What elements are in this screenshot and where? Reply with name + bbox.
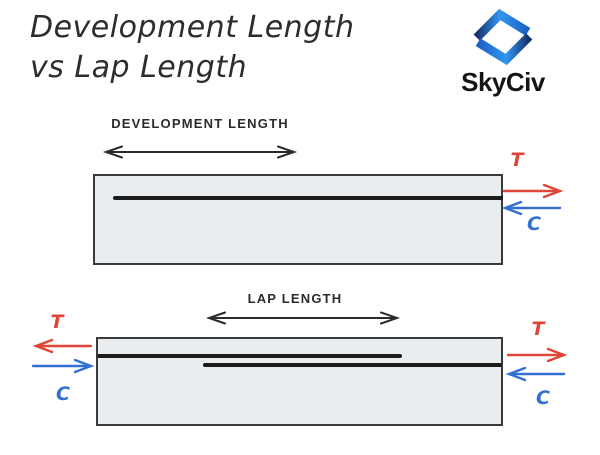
compression-label-beam1-right: C — [527, 213, 541, 235]
page-title-line1: Development Length — [30, 10, 355, 45]
skyciv-logo: SkyCiv — [455, 8, 551, 98]
page-title: Development Length vs Lap Length — [30, 8, 355, 88]
lap-length-dimension-arrow — [205, 311, 401, 325]
tension-label-beam2-left: T — [50, 311, 64, 333]
tension-arrow-beam2-left — [32, 338, 93, 354]
development-length-label: DEVELOPMENT LENGTH — [111, 116, 289, 131]
compression-arrow-beam2-left — [31, 358, 95, 374]
development-length-dimension-arrow — [102, 145, 298, 159]
skyciv-logo-icon — [473, 8, 533, 66]
beam-lap — [96, 337, 503, 426]
rebar-lap-bottom — [203, 363, 502, 367]
tension-arrow-beam2-right — [506, 347, 568, 363]
compression-label-beam2-left: C — [56, 383, 70, 405]
compression-arrow-beam2-right — [505, 366, 566, 382]
skyciv-logo-text: SkyCiv — [461, 67, 545, 97]
lap-length-label: LAP LENGTH — [247, 291, 343, 306]
tension-arrow-beam1-right — [502, 183, 564, 199]
rebar-development — [113, 196, 503, 200]
page-title-line2: vs Lap Length — [30, 50, 248, 85]
rebar-lap-top — [97, 354, 402, 358]
tension-label-beam1-right: T — [510, 149, 524, 171]
compression-label-beam2-right: C — [536, 387, 550, 409]
tension-label-beam2-right: T — [531, 318, 545, 340]
beam-development — [93, 174, 503, 265]
compression-arrow-beam1-right — [501, 200, 562, 216]
